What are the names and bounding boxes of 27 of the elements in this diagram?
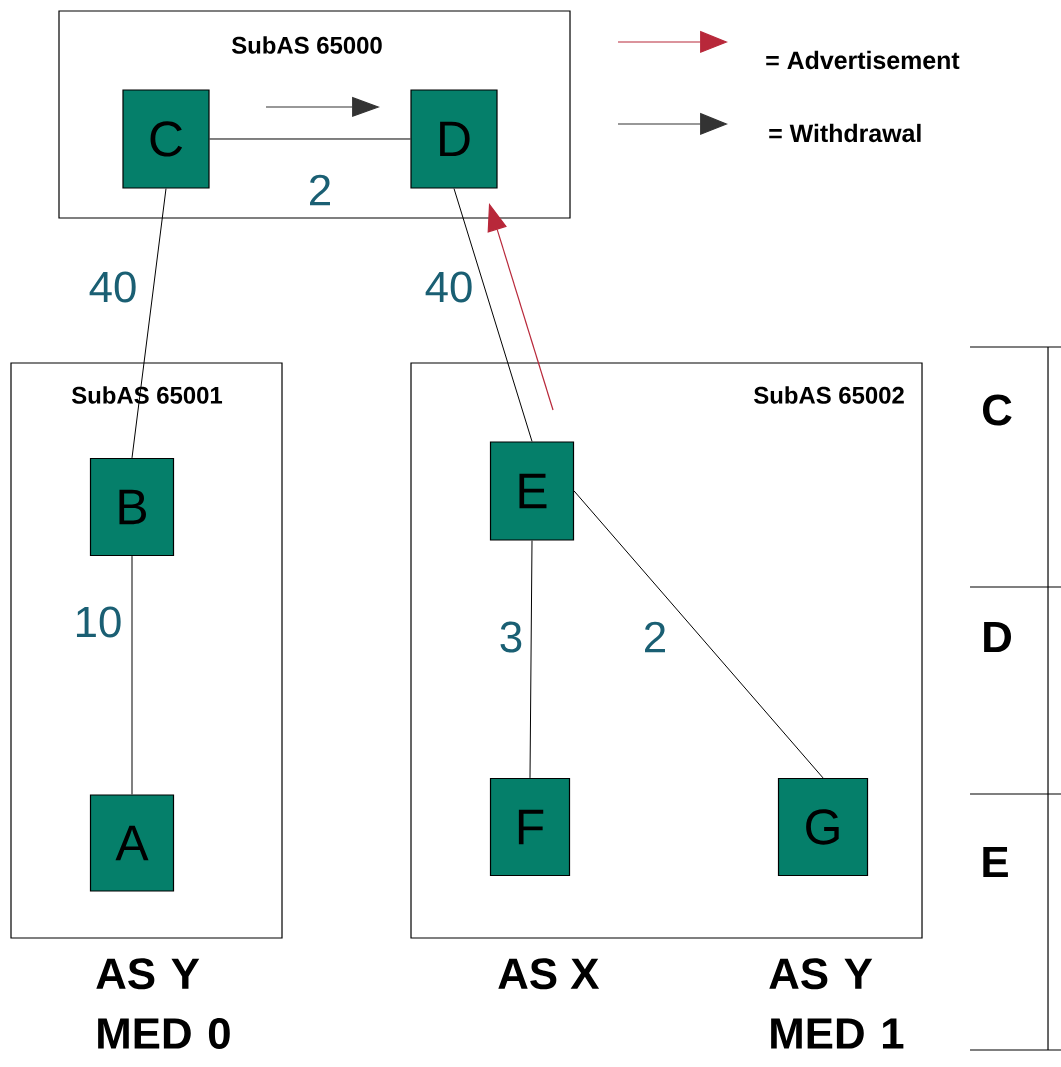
router-box: E xyxy=(489,441,575,541)
connector-line xyxy=(453,188,533,442)
edge-label: 2 xyxy=(645,621,665,653)
text-label: E xyxy=(983,846,1008,878)
caption-text: AS Y MED 0 xyxy=(96,958,230,1049)
connector-line xyxy=(529,540,533,779)
edge-label: 40 xyxy=(89,271,136,303)
router-box: B xyxy=(89,457,175,557)
connector-line xyxy=(573,490,824,779)
edge-label: 3 xyxy=(500,621,522,653)
caption-text: AS X xyxy=(498,958,600,990)
connector-line xyxy=(131,555,133,795)
legend-text: = Advertisement xyxy=(766,50,960,70)
caption-text: AS Y MED 1 xyxy=(769,958,904,1049)
router-box: F xyxy=(489,777,571,877)
connector-line xyxy=(131,188,167,459)
router-box: G xyxy=(777,777,869,877)
text-label: D xyxy=(984,621,1011,653)
edge-label: 2 xyxy=(310,174,330,206)
edge-label: 10 xyxy=(76,606,121,638)
text-label: C xyxy=(983,394,1012,426)
legend-text: = Withdrawal xyxy=(769,123,921,143)
router-box: A xyxy=(89,794,175,892)
router-box: C xyxy=(122,89,210,189)
edge-label: 40 xyxy=(425,271,472,303)
router-box: D xyxy=(410,89,498,189)
connector-line xyxy=(209,138,411,140)
